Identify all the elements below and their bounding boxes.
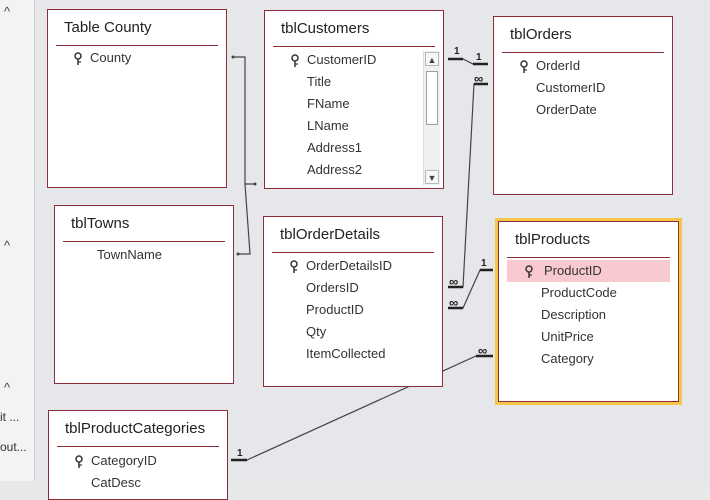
chevron-up-icon[interactable]: ^: [4, 4, 11, 19]
divider: [272, 252, 434, 253]
field-name: Address1: [307, 140, 362, 155]
key-icon: [74, 454, 84, 468]
table-title[interactable]: tblOrderDetails: [280, 226, 381, 243]
field-name: ProductID: [544, 263, 602, 278]
cardinality-many: ∞: [449, 295, 459, 310]
table-title[interactable]: tblProductCategories: [65, 420, 206, 437]
field-description[interactable]: Description: [499, 304, 678, 326]
divider: [57, 446, 219, 447]
field-name: Qty: [306, 324, 327, 339]
field-name: CustomerID: [307, 52, 377, 67]
field-ordersid[interactable]: OrdersID: [264, 277, 442, 299]
key-icon: [73, 51, 83, 65]
field-name: Address2: [307, 162, 362, 177]
table-tbltowns[interactable]: tblTowns TownName: [54, 205, 234, 384]
field-productid[interactable]: ProductID: [264, 299, 442, 321]
field-name: UnitPrice: [541, 329, 594, 344]
nav-item-truncated[interactable]: out...: [0, 440, 27, 454]
field-name: Description: [541, 307, 607, 322]
field-name: CatDesc: [91, 475, 141, 490]
field-orderdetailsid[interactable]: OrderDetailsID: [264, 255, 442, 277]
field-title[interactable]: Title: [265, 71, 443, 93]
vertical-scrollbar[interactable]: ▲ ▼: [423, 51, 440, 185]
field-name: CustomerID: [536, 80, 606, 95]
divider: [56, 45, 218, 46]
field-name: OrdersID: [306, 280, 359, 295]
navigation-pane-strip: ^ ^ ^ it ... out...: [0, 0, 35, 481]
table-tblorderdetails[interactable]: tblOrderDetails OrderDetailsID OrdersID …: [263, 216, 443, 387]
field-lname[interactable]: LName: [265, 115, 443, 137]
cardinality-many: ∞: [474, 71, 484, 86]
field-itemcollected[interactable]: ItemCollected: [264, 343, 442, 365]
field-productcode[interactable]: ProductCode: [499, 282, 678, 304]
field-name: ProductCode: [541, 285, 617, 300]
field-address2[interactable]: Address2: [265, 159, 443, 181]
field-name: ProductID: [306, 302, 364, 317]
field-customerid[interactable]: CustomerID: [494, 77, 672, 99]
divider: [502, 52, 664, 53]
field-unitprice[interactable]: UnitPrice: [499, 326, 678, 348]
scroll-thumb[interactable]: [426, 71, 438, 125]
field-name: OrderDate: [536, 102, 597, 117]
field-name: ItemCollected: [306, 346, 386, 361]
field-orderdate[interactable]: OrderDate: [494, 99, 672, 121]
chevron-up-icon[interactable]: ^: [4, 238, 11, 253]
table-title[interactable]: Table County: [64, 19, 152, 36]
key-icon: [524, 264, 534, 278]
field-productid-selected[interactable]: ProductID: [507, 260, 670, 282]
table-title[interactable]: tblOrders: [510, 26, 572, 43]
table-tblproductcategories[interactable]: tblProductCategories CategoryID CatDesc: [48, 410, 228, 500]
table-tblcustomers[interactable]: tblCustomers CustomerID Title FName LNam…: [264, 10, 444, 189]
table-title[interactable]: tblProducts: [515, 231, 591, 248]
divider: [63, 241, 225, 242]
cardinality-many: ∞: [478, 343, 488, 358]
scroll-down-icon[interactable]: ▼: [425, 170, 439, 184]
field-townname[interactable]: TownName: [55, 244, 233, 266]
scroll-up-icon[interactable]: ▲: [425, 52, 439, 66]
cardinality-one: 1: [454, 46, 460, 57]
field-customerid[interactable]: CustomerID: [265, 49, 443, 71]
field-name: OrderDetailsID: [306, 258, 392, 273]
field-orderid[interactable]: OrderId: [494, 55, 672, 77]
nav-item-truncated[interactable]: it ...: [0, 410, 20, 424]
cardinality-one: 1: [481, 258, 487, 269]
field-name: OrderId: [536, 58, 581, 73]
field-name: County: [90, 50, 132, 65]
field-categoryid[interactable]: CategoryID: [49, 450, 227, 472]
field-name: CategoryID: [91, 453, 157, 468]
field-name: FName: [307, 96, 350, 111]
field-name: Category: [541, 351, 594, 366]
field-address1[interactable]: Address1: [265, 137, 443, 159]
cardinality-one: 1: [237, 448, 243, 459]
field-county[interactable]: County: [48, 47, 226, 69]
field-name: Title: [307, 74, 332, 89]
key-icon: [519, 59, 529, 73]
field-name: TownName: [97, 247, 163, 262]
divider: [507, 257, 670, 258]
field-qty[interactable]: Qty: [264, 321, 442, 343]
field-catdesc[interactable]: CatDesc: [49, 472, 227, 494]
table-title[interactable]: tblCustomers: [281, 20, 370, 37]
field-fname[interactable]: FName: [265, 93, 443, 115]
table-tblproducts[interactable]: tblProducts ProductID ProductCode Descri…: [498, 221, 679, 402]
field-category[interactable]: Category: [499, 348, 678, 370]
table-tblorders[interactable]: tblOrders OrderId CustomerID OrderDate: [493, 16, 673, 195]
key-icon: [289, 259, 299, 273]
cardinality-many: ∞: [449, 274, 459, 289]
divider: [273, 46, 435, 47]
table-title[interactable]: tblTowns: [71, 215, 130, 232]
key-icon: [290, 53, 300, 67]
cardinality-one: 1: [476, 52, 482, 63]
chevron-up-icon[interactable]: ^: [4, 380, 11, 395]
field-name: LName: [307, 118, 349, 133]
table-county[interactable]: Table County County: [47, 9, 227, 188]
